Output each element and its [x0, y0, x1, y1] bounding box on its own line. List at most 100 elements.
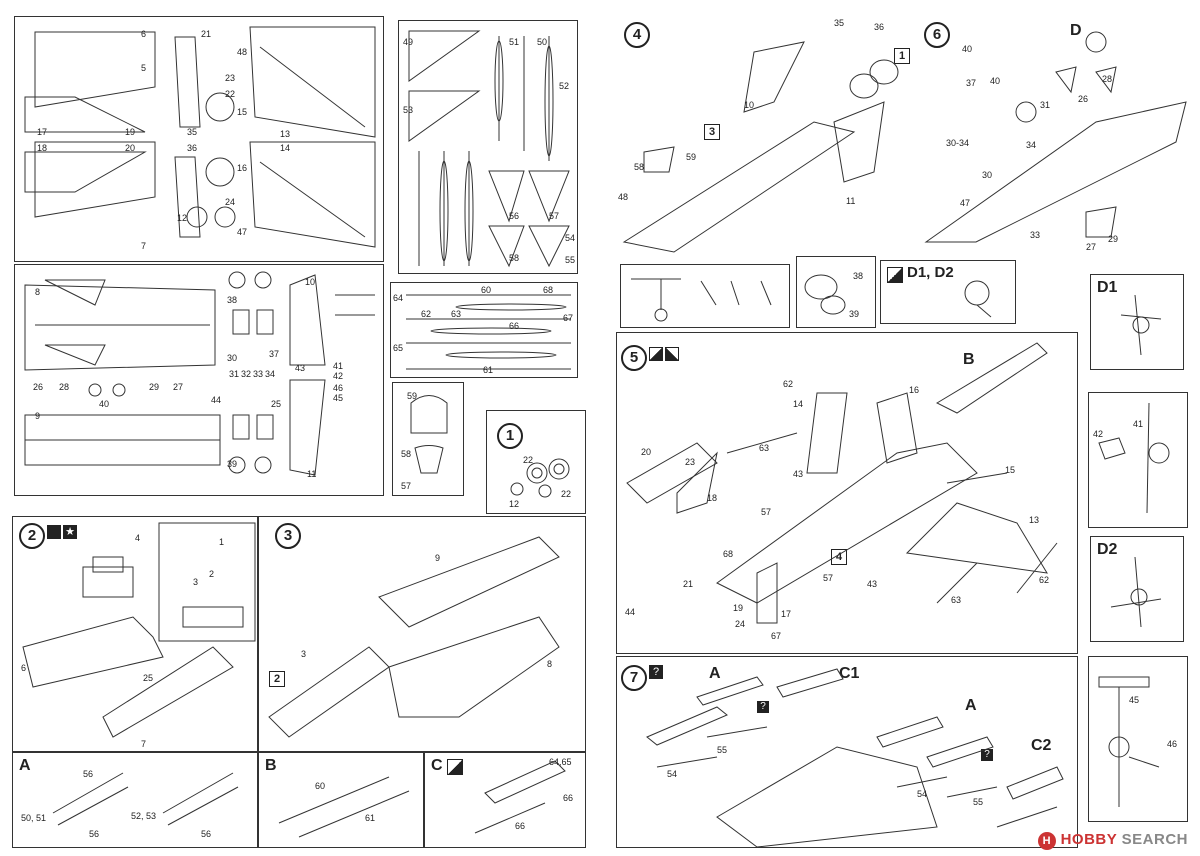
step-2-drawing [22, 522, 256, 738]
part-5: 5 [141, 63, 147, 73]
part-56a: 56 [83, 769, 94, 779]
part-12: 12 [509, 499, 520, 509]
part-18: 18 [707, 493, 718, 503]
part-8: 8 [35, 287, 41, 297]
part-32: 32 [241, 369, 252, 379]
sub-c2-label: C2 [1031, 737, 1052, 754]
part-66a: 66 [563, 793, 574, 803]
step-4-number: 4 [624, 22, 650, 48]
part-53: 53 [403, 105, 414, 115]
slash-paint-icon-5b [665, 347, 679, 361]
sprue-frame-3: 8 26 28 40 29 27 9 44 38 10 30 31 32 33 … [14, 264, 384, 496]
part-35: 35 [187, 127, 198, 137]
part-64: 64 [393, 293, 404, 303]
part-7: 7 [141, 739, 147, 749]
part-43: 43 [295, 363, 306, 373]
d1-label: D1 [1097, 279, 1118, 296]
part-54b: 54 [917, 789, 928, 799]
landing-gear-drawing [631, 278, 772, 322]
part-57b: 57 [823, 573, 834, 583]
step-2-panel: 2 ★ 4 1 2 3 6 7 25 [12, 516, 258, 752]
step-6-number: 6 [924, 22, 950, 48]
part-63b: 63 [951, 595, 962, 605]
part-55a: 55 [717, 745, 728, 755]
step-4-panel: 4 1 3 35 36 10 58 59 48 11 [614, 12, 914, 258]
part-38: 38 [227, 295, 238, 305]
sub-b-drawing [278, 776, 410, 838]
part-21: 21 [683, 579, 694, 589]
part-67: 67 [563, 313, 574, 323]
part-48: 48 [237, 47, 248, 57]
part-54a: 54 [667, 769, 678, 779]
watermark-logo-icon: H [1037, 832, 1056, 850]
sprue-2-drawing [408, 30, 570, 268]
part-40b: 40 [990, 76, 1001, 86]
part-64-65: 64,65 [549, 757, 572, 767]
part-59: 59 [407, 391, 418, 401]
part-58: 58 [634, 162, 645, 172]
d2-drawing [1110, 556, 1162, 628]
half-paint-icon [447, 759, 463, 775]
sub-a-label-7b: A [965, 697, 977, 714]
step-1-number: 1 [497, 423, 523, 449]
part-68: 68 [543, 285, 554, 295]
part-57: 57 [401, 481, 412, 491]
part-14: 14 [280, 143, 291, 153]
step-7-drawing [646, 668, 1064, 848]
part-6: 6 [21, 663, 27, 673]
part-19: 19 [125, 127, 136, 137]
d2-detail-drawing [1098, 676, 1160, 807]
step-6-drawing [924, 31, 1187, 243]
star-icon: ★ [63, 525, 77, 539]
part-66b: 66 [515, 821, 526, 831]
step-6-panel: 6 D 40 37 40 31 26 28 30-34 30 34 47 33 … [916, 12, 1188, 258]
part-67: 67 [771, 631, 782, 641]
part-14: 14 [793, 399, 804, 409]
watermark-search: SEARCH [1121, 831, 1188, 848]
part-62b: 62 [1039, 575, 1050, 585]
part-25: 25 [271, 399, 282, 409]
part-15: 15 [1005, 465, 1016, 475]
part-37: 37 [269, 349, 280, 359]
part-11: 11 [846, 196, 856, 206]
d1-d2-label: D1, D2 [907, 264, 954, 281]
part-22a: 22 [523, 455, 534, 465]
part-28: 28 [59, 382, 70, 392]
d2-panel: D2 [1090, 536, 1184, 642]
part-52-53: 52, 53 [131, 811, 157, 821]
wheel-panel: 38 39 [796, 256, 876, 328]
part-3: 3 [301, 649, 307, 659]
part-68: 68 [723, 549, 734, 559]
d1-drawing [1120, 294, 1162, 356]
sub-c-drawing [474, 760, 566, 834]
part-22b: 22 [561, 489, 572, 499]
part-55b: 55 [973, 797, 984, 807]
part-30: 30 [227, 353, 238, 363]
part-29: 29 [1108, 234, 1119, 244]
part-57: 57 [549, 211, 560, 221]
part-38: 38 [853, 271, 864, 281]
watermark-brand: HOBBY [1060, 831, 1117, 848]
part-33: 33 [1030, 230, 1041, 240]
sub-b-panel: B 60 61 [258, 752, 424, 848]
part-56b: 56 [89, 829, 100, 839]
question-icon-7b: ? [757, 701, 769, 713]
sub-a-label-7a: A [709, 665, 721, 682]
part-24: 24 [225, 197, 236, 207]
step-5-number: 5 [621, 345, 647, 371]
part-52: 52 [559, 81, 570, 91]
part-9: 9 [435, 553, 441, 563]
sub-c1-label: C1 [839, 665, 860, 682]
part-63: 63 [451, 309, 462, 319]
sub-b-label-5: B [963, 351, 975, 368]
part-47: 47 [960, 198, 971, 208]
part-62: 62 [421, 309, 432, 319]
question-icon-7c: ? [981, 749, 993, 761]
part-34: 34 [265, 369, 276, 379]
part-41: 41 [333, 361, 344, 371]
sprue-5-drawing [410, 395, 448, 474]
part-62a: 62 [783, 379, 794, 389]
part-42: 42 [333, 371, 344, 381]
step-3-number: 3 [275, 523, 301, 549]
part-33: 33 [253, 369, 264, 379]
